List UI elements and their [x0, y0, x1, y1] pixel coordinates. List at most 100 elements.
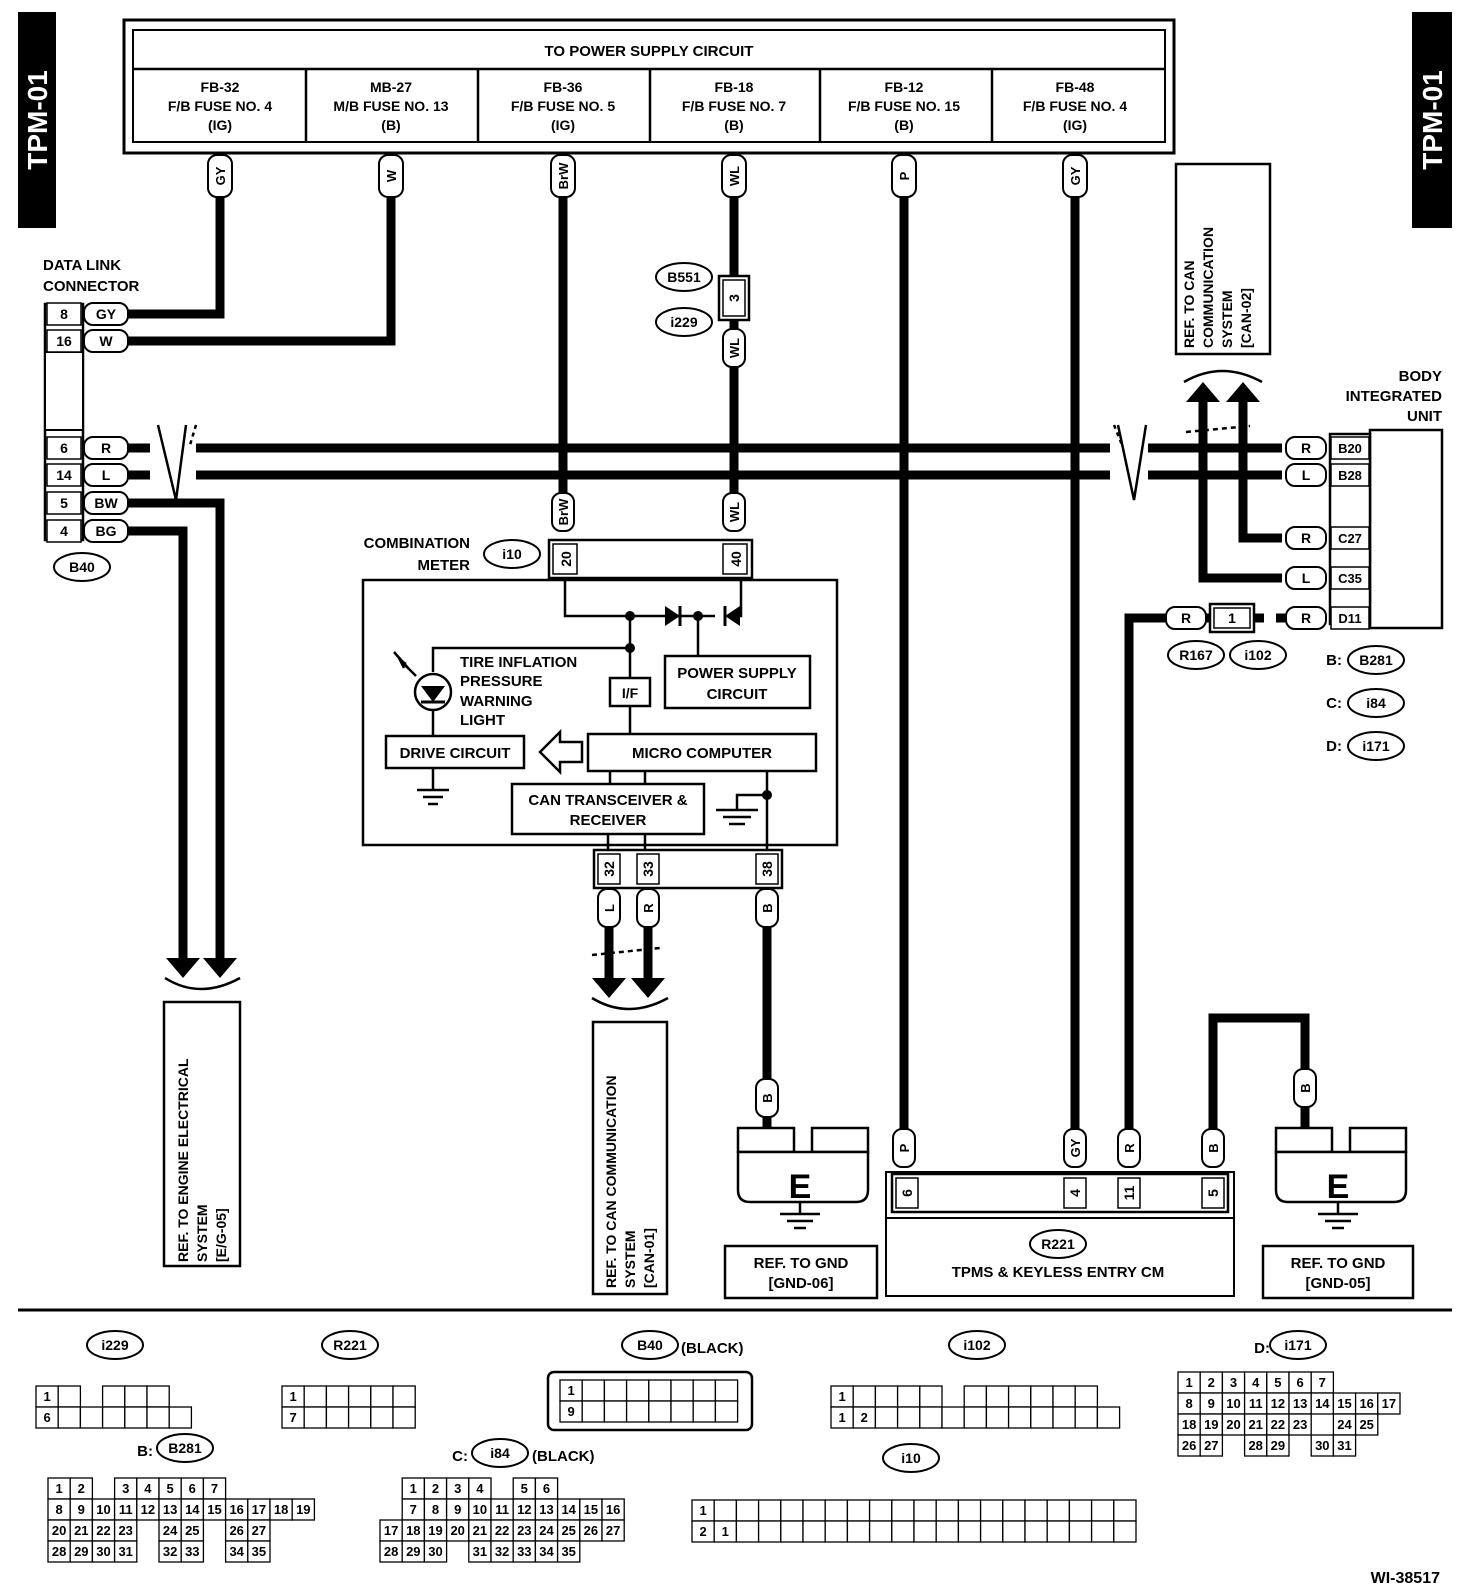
conn-i171-cell: 25: [1359, 1417, 1373, 1432]
conn-b281-cell: 17: [252, 1502, 266, 1517]
combination-meter: COMBINATION METER i10 20 40: [361, 535, 839, 890]
meter-light-line2: PRESSURE: [460, 673, 543, 690]
conn-i84-cell: 24: [539, 1523, 554, 1538]
conn-i84-cell: 26: [584, 1523, 598, 1538]
tpms-id: R221: [1041, 1236, 1075, 1252]
biu-wire-tag-D11: R: [1301, 610, 1311, 626]
meter-pin-20: 20: [558, 551, 574, 567]
can02-wires: [1183, 369, 1282, 583]
conn-i10-cell: 1: [722, 1524, 729, 1539]
tpms-pin-11: 11: [1121, 1185, 1137, 1200]
conn-i84-cell: 32: [495, 1544, 509, 1559]
conn-i171-cell: 31: [1337, 1438, 1351, 1453]
conn-i84-cell: 2: [432, 1481, 439, 1496]
conn-i171-cell: 30: [1315, 1438, 1329, 1453]
ref-can02-line3: SYSTEM: [1219, 290, 1235, 348]
conn-b281-cell: 28: [52, 1544, 66, 1559]
conn-b281-cell: 35: [252, 1544, 266, 1559]
data-link-title-2: CONNECTOR: [43, 278, 140, 295]
dlc-pin-8: 8: [60, 306, 68, 322]
meter-micro-computer: MICRO COMPUTER: [632, 745, 772, 762]
side-tab-right-label: TPM-01: [1417, 70, 1448, 170]
biu-key-letter-1: C:: [1326, 695, 1342, 712]
conn-i84-cell: 21: [473, 1523, 487, 1538]
dlc-pin-14: 14: [56, 467, 72, 483]
meter-wire-tag-38: B: [760, 903, 775, 912]
conn-i84-cell: 14: [561, 1502, 576, 1517]
ref-can01-line1: REF. TO CAN COMMUNICATION: [603, 1075, 619, 1288]
fuse-4-l3: (B): [724, 117, 743, 133]
biu-pin-B28: B28: [1338, 468, 1362, 483]
conn-i84-cell: 1: [410, 1481, 417, 1496]
conn-i10-cell: 2: [699, 1524, 706, 1539]
biu-wire-tag-B20: R: [1301, 440, 1311, 456]
gnd05-line2: [GND-05]: [1305, 1275, 1370, 1292]
conn-b281-cell: 9: [78, 1502, 85, 1517]
meter-light-line3: WARNING: [460, 693, 533, 710]
fuse-3-l1: FB-36: [544, 79, 583, 95]
conn-i84-cell: 30: [428, 1544, 442, 1559]
conn-b281-cell: 15: [207, 1502, 221, 1517]
conn-i171-cell: 15: [1337, 1396, 1351, 1411]
meter-can-line1: CAN TRANSCEIVER &: [528, 792, 687, 809]
conn-i84-cell: 35: [561, 1544, 575, 1559]
conn-b281-cell: 14: [185, 1502, 200, 1517]
can-bus-lines: [128, 424, 1282, 501]
ref-can01-line3: [CAN-01]: [641, 1228, 657, 1288]
conn-i171-cell: 5: [1274, 1375, 1281, 1390]
tpms-wire-tag-4: GY: [1068, 1138, 1083, 1157]
conn-i84-cell: 10: [473, 1502, 487, 1517]
conn-i84-cell: 27: [606, 1523, 620, 1538]
data-link-id: B40: [69, 559, 95, 575]
meter-psc-line1: POWER SUPPLY: [677, 665, 796, 682]
combination-meter-title-2: METER: [418, 557, 471, 574]
meter-wire-tag-20: BrW: [556, 498, 571, 525]
fuse-5-l3: (B): [894, 117, 913, 133]
conn-b281-cell: 11: [119, 1502, 133, 1517]
conn-i171-cell: 20: [1226, 1417, 1240, 1432]
biu-pin-C27: C27: [1338, 531, 1362, 546]
ground-gnd06: E REF. TO GND [GND-06]: [723, 1126, 879, 1300]
conn-i84-cell: 13: [539, 1502, 553, 1517]
conn-b281-cell: 18: [274, 1502, 288, 1517]
conn-i171-cell: 18: [1182, 1417, 1196, 1432]
conn-b281-cell: 29: [74, 1544, 88, 1559]
conn-b281-cell: 12: [141, 1502, 155, 1517]
conn-b281-cell: 27: [252, 1523, 266, 1538]
meter-wire-tag-32: L: [602, 904, 617, 912]
conn-i84-cell: 22: [495, 1523, 509, 1538]
meter-wire-tag-40: WL: [727, 502, 742, 522]
conn-i10-id: i10: [901, 1450, 921, 1466]
meter-pin-32: 32: [601, 861, 617, 877]
conn-i171-cell: 8: [1185, 1396, 1192, 1411]
joint-connector-b551: 3 B551 i229: [655, 262, 751, 337]
conn-b281-cell: 22: [96, 1523, 110, 1538]
conn-b281-cell: 2: [78, 1481, 85, 1496]
fuse-wire-tag-1: GY: [213, 166, 228, 185]
conn-i84-cell: 15: [584, 1502, 598, 1517]
ref-can02-line4: [CAN-02]: [1238, 288, 1254, 348]
power-supply-title: TO POWER SUPPLY CIRCUIT: [545, 43, 754, 60]
conn-i171-cell: 22: [1271, 1417, 1285, 1432]
conn-b281-cell: 24: [163, 1523, 178, 1538]
biu-key-id-0: B281: [1359, 652, 1393, 668]
ref-eg05-box: REF. TO ENGINE ELECTRICAL SYSTEM [E/G-05…: [162, 1000, 242, 1268]
fuse-wire-tag-5: P: [897, 171, 912, 180]
fuse-1-l2: F/B FUSE NO. 4: [168, 98, 272, 114]
conn-i171-cell: 11: [1249, 1396, 1263, 1411]
conn-i84-cell: 23: [517, 1523, 531, 1538]
dlc-pin-16: 16: [56, 333, 72, 349]
conn-i84-cell: 25: [561, 1523, 575, 1538]
side-tab-left-label: TPM-01: [22, 70, 53, 170]
conn-b40-note: (BLACK): [681, 1340, 743, 1357]
fuse-5-l1: FB-12: [885, 79, 924, 95]
conn-i171-cell: 13: [1293, 1396, 1307, 1411]
fuse-6-l1: FB-48: [1056, 79, 1095, 95]
conn-i84-cell: 4: [476, 1481, 484, 1496]
gnd05-line1: REF. TO GND: [1291, 1255, 1386, 1272]
conn-i229-id: i229: [101, 1337, 128, 1353]
tpms-keyless-entry-cm: 6 4 11 5 R221 TPMS & KEYLESS ENTRY CM: [885, 1171, 1235, 1297]
conn-i84-cell: 29: [406, 1544, 420, 1559]
power-supply-box: TO POWER SUPPLY CIRCUIT FB-32F/B FUSE NO…: [122, 18, 1176, 155]
